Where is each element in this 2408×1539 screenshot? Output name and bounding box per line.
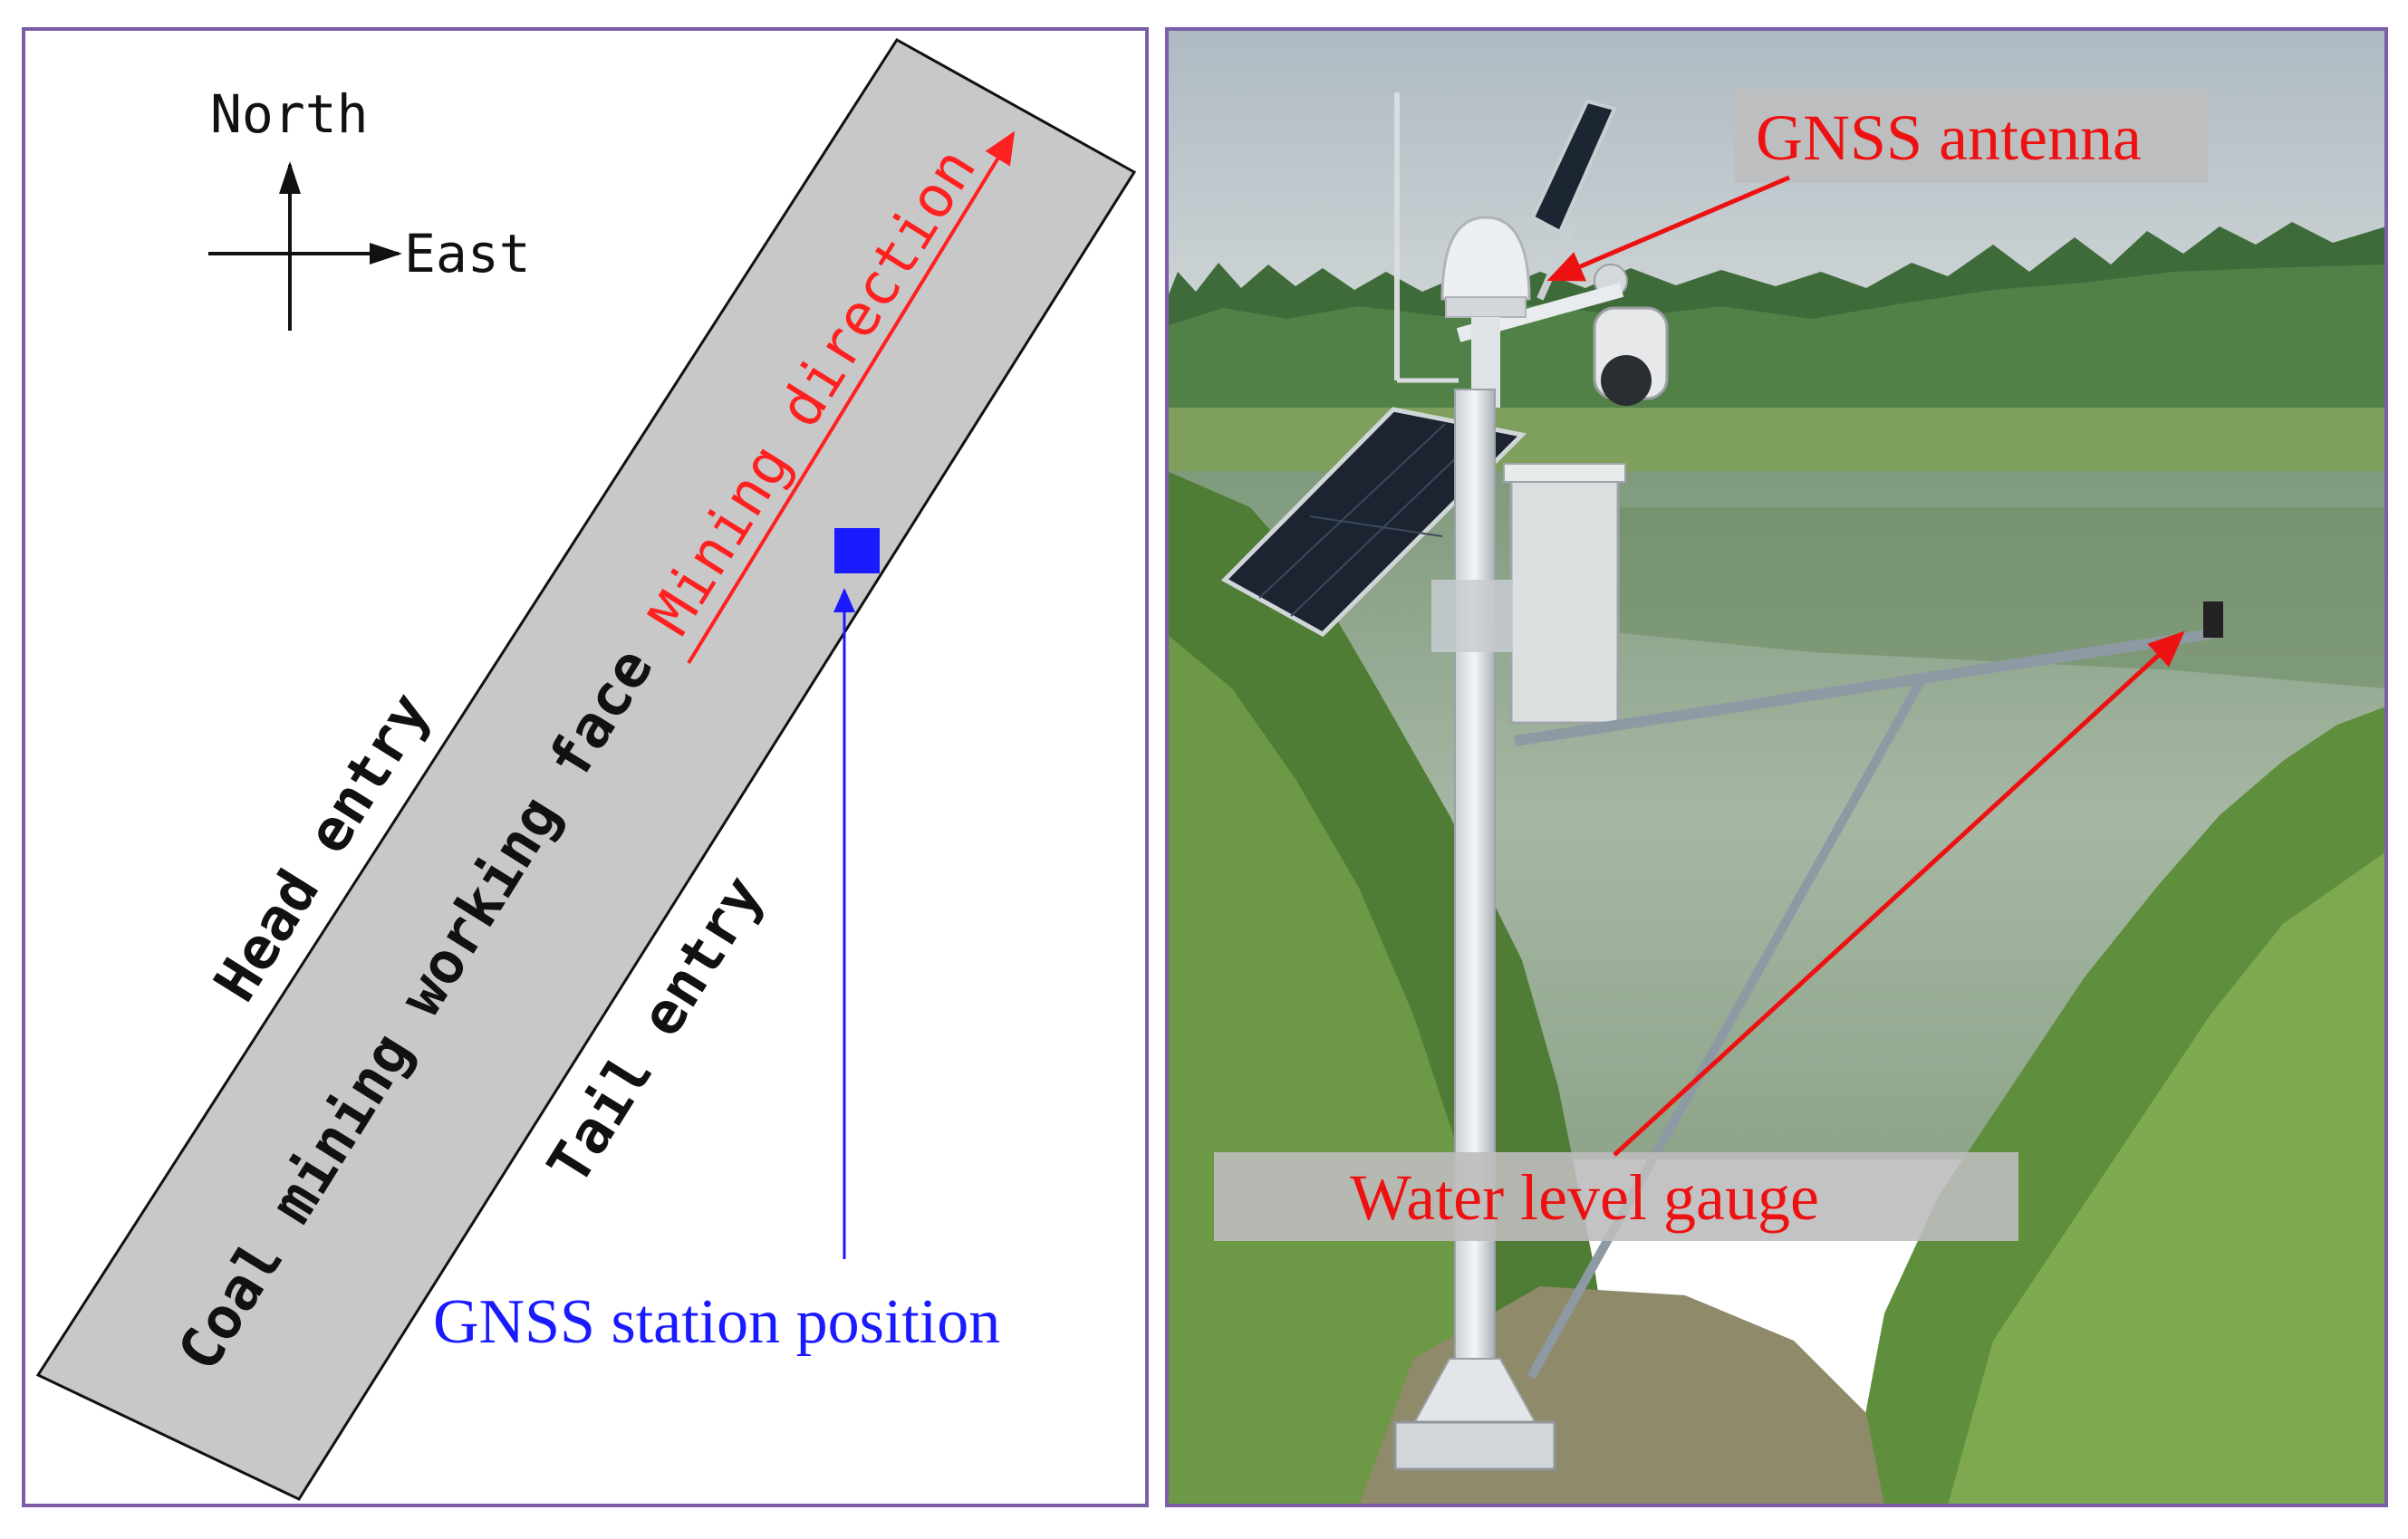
left-vegetation-light bbox=[1167, 634, 1522, 1505]
mining-direction-arrow bbox=[687, 130, 1016, 665]
gnss-antenna-base bbox=[1445, 296, 1527, 318]
main-solar-panel bbox=[1220, 407, 1527, 638]
gnss-antenna-unit bbox=[1440, 216, 1531, 408]
main-solar-panel-cell-line bbox=[1258, 423, 1446, 599]
cabinet-lid bbox=[1503, 463, 1626, 483]
gauge-boom-brace bbox=[1527, 678, 1925, 1380]
water-level-gauge-arrow bbox=[1613, 630, 2185, 1157]
water-level-gauge-label-box bbox=[1214, 1152, 2018, 1241]
water-level-gauge-label: Water level gauge bbox=[1350, 1161, 1819, 1234]
compass-north-label: North bbox=[210, 83, 369, 145]
right-panel-frame bbox=[1165, 27, 2388, 1507]
right-panel: GNSS antenna Water level gauge bbox=[1165, 27, 2388, 1507]
main-pole bbox=[1454, 389, 1496, 1423]
main-solar-panel-cell-line bbox=[1290, 428, 1487, 617]
gnss-antenna-arrow bbox=[1546, 175, 1790, 282]
field-photo bbox=[1167, 29, 2386, 1505]
gnss-antenna-dome bbox=[1440, 216, 1531, 301]
gnss-antenna-label: GNSS antenna bbox=[1756, 101, 2142, 174]
working-face-strip bbox=[35, 38, 1137, 1501]
gnss-antenna-label-box bbox=[1735, 89, 2208, 183]
gnss-station-label: GNSS station position bbox=[433, 1287, 1000, 1357]
pole-bracket bbox=[1431, 580, 1513, 652]
equipment-cabinet bbox=[1503, 463, 1626, 725]
cabinet-body bbox=[1509, 469, 1620, 725]
main-solar-panel-cell-line bbox=[1309, 515, 1443, 537]
compass-east-label: East bbox=[404, 223, 531, 284]
compass: North East bbox=[208, 83, 531, 331]
gnss-station-marker bbox=[834, 528, 880, 573]
right-reeds-light bbox=[1948, 851, 2386, 1505]
pole-base-plate bbox=[1393, 1420, 1556, 1471]
camera-dome bbox=[1601, 355, 1652, 406]
gauge-boom bbox=[1514, 629, 2211, 746]
top-solar-panel bbox=[1530, 99, 1617, 235]
water-level-gauge-sensor bbox=[2203, 601, 2223, 638]
left-panel: North East Mining direction Head entry C… bbox=[22, 27, 1149, 1507]
